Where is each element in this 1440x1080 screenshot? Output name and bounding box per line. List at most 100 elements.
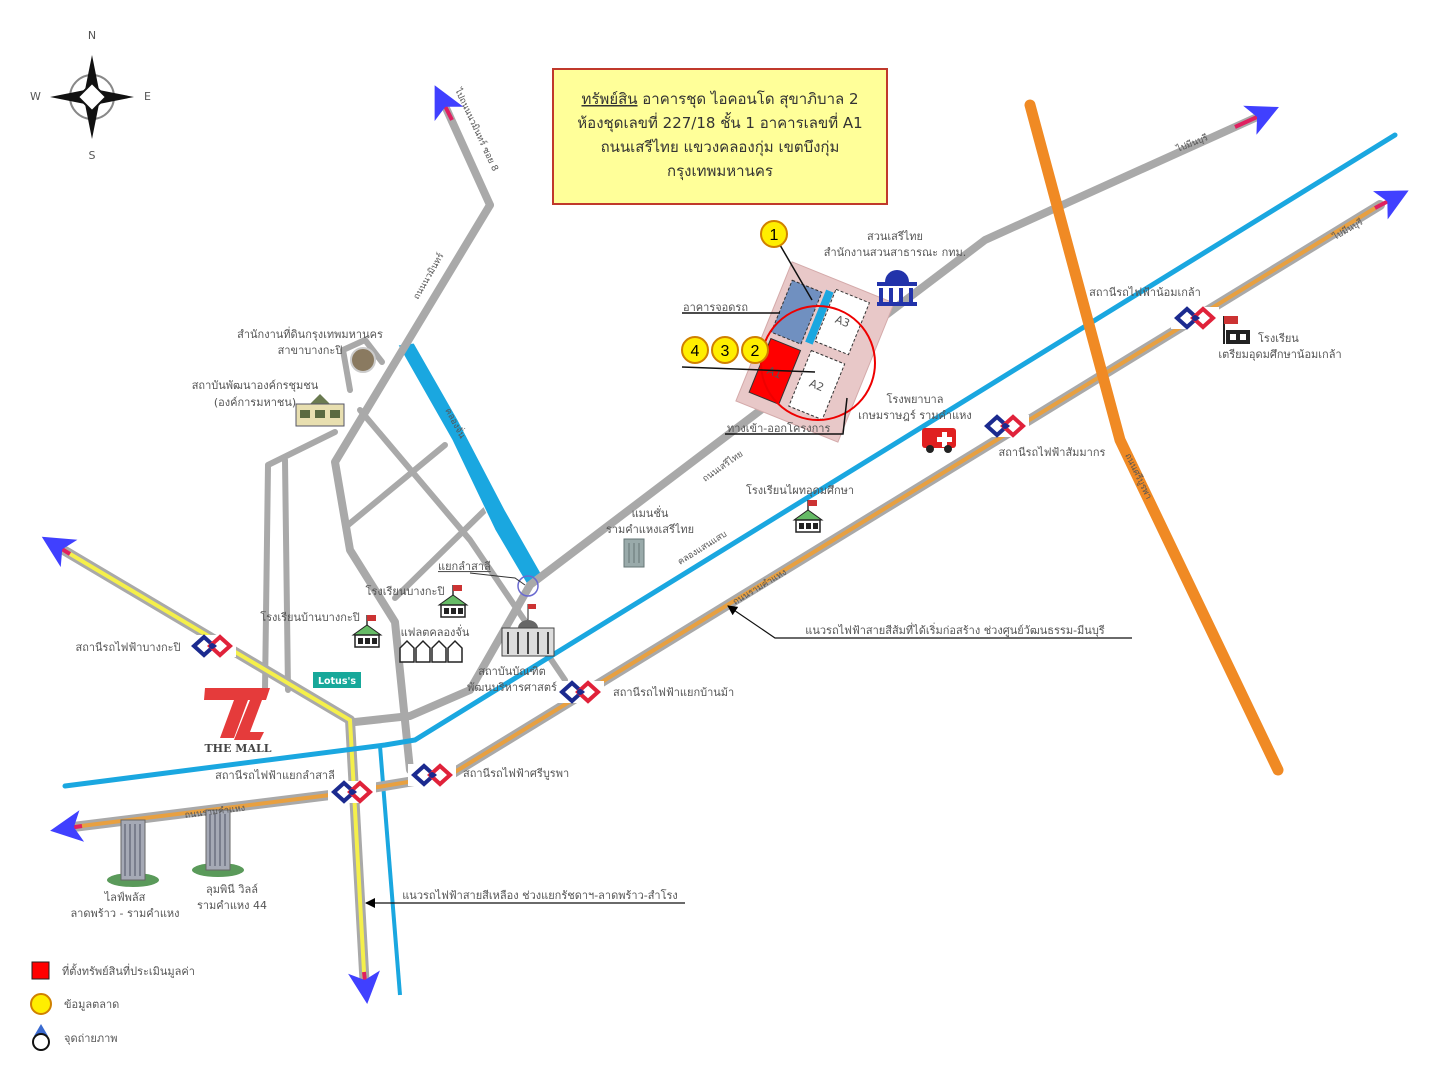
school-bangkapi-label: โรงเรียนบางกะปิ: [366, 584, 445, 598]
park-label-2: สำนักงานสวนสาธารณะ กทม.: [824, 246, 967, 259]
road-label-ramkhamhaeng: ถนนรามคำแหง: [731, 567, 789, 608]
title-line-4: กรุงเทพมหานคร: [667, 162, 773, 181]
land-office-seal-icon: [350, 347, 376, 373]
lotus-text: Lotus's: [318, 676, 356, 687]
title-line-1-text: อาคารชุด ไอคอนโด สุขาภิบาล 2: [638, 90, 859, 109]
mrt-station-icon-sriburapha: [406, 762, 458, 788]
building-a2: [788, 349, 846, 421]
road-to-soi8: [442, 104, 494, 209]
school-nomklao-label-2: เตรียมอุดมศึกษาน้อมเกล้า: [1218, 348, 1341, 361]
station-bangkapi-label: สถานีรถไฟฟ้าบางกะปิ: [75, 641, 180, 654]
legend-photo-label: จุดถ่ายภาพ: [64, 1032, 118, 1045]
station-banma-label: สถานีรถไฟฟ้าแยกบ้านม้า: [613, 686, 734, 699]
land-office-label-1: สำนักงานที่ดินกรุงเทพมหานคร: [237, 326, 383, 341]
marker-3-label: 3: [721, 343, 730, 360]
park-label-1: สวนเสรีไทย: [867, 230, 923, 243]
title-lead: ทรัพย์สิน: [581, 90, 637, 108]
compass-north: N: [88, 29, 96, 42]
nida-label-2: พัฒนบริหารศาสตร์: [467, 681, 557, 694]
tower-b-label-1: ลุมพินี วิลล์: [206, 883, 258, 896]
mrt-station-icon-nomklao: [1169, 305, 1221, 331]
station-lamsali-label: สถานีรถไฟฟ้าแยกลำสาลี: [215, 769, 335, 782]
school-flag-icon: [1223, 316, 1250, 344]
codi-label-2: (องค์การมหาชน): [214, 396, 296, 409]
yellow-line-note-text: แนวรถไฟฟ้าสายสีเหลือง ช่วงแยกรัชดาฯ-ลาดพ…: [402, 888, 678, 902]
condo-label-2: รามคำแหงเสรีไทย: [606, 523, 694, 536]
codi-building-icon: [295, 394, 345, 427]
building-a1-label: A1: [765, 364, 783, 381]
condo-tower-icon: [191, 809, 245, 878]
flats-icon: [399, 639, 463, 663]
road-label-sriburapha: ถนนศรีบูรพา: [1122, 451, 1154, 501]
mrt-station-icon-sammakorn: [979, 413, 1031, 439]
market-marker-4: 4: [681, 336, 709, 364]
the-mall-text: THE MALL: [205, 742, 272, 755]
compass-east: E: [144, 90, 151, 103]
mrt-station-icon-lamsali: [326, 779, 378, 805]
marker-2-label: 2: [751, 343, 760, 360]
road-sriburapha: [1024, 99, 1284, 776]
legend-market-swatch: [30, 993, 52, 1015]
land-office-label-2: สาขาบางกะปิ: [278, 344, 343, 357]
legend-subject-label: ที่ตั้งทรัพย์สินที่ประเมินมูลค่า: [62, 963, 195, 978]
school-nomklao-label-1: โรงเรียน: [1258, 331, 1299, 345]
photo-point-intersection: [517, 575, 539, 597]
condo-tower-icon: [106, 819, 160, 888]
tower-a-label-2: ลาดพร้าว - รามคำแหง: [70, 907, 179, 920]
government-building-icon: [877, 270, 917, 306]
entrance-label: ทางเข้า-ออกโครงการ: [727, 421, 830, 435]
tower-b-label-2: รามคำแหง 44: [197, 899, 267, 912]
building-a3: [814, 288, 871, 356]
nida-building-icon: [501, 604, 555, 657]
building-a1-subject: [748, 337, 802, 405]
school-phathai-label: โรงเรียนไผทอุดมศึกษา: [746, 483, 854, 497]
condo-building-icon: [623, 538, 645, 568]
canal-saen-saep: [62, 132, 1398, 789]
building-a2-label: A2: [807, 377, 825, 394]
legend-subject-swatch: [31, 961, 50, 980]
intersection-label: แยกลำสาลี: [438, 560, 491, 573]
marker-4-label: 4: [691, 343, 700, 360]
hospital-label-1: โรงพยาบาล: [887, 392, 944, 406]
station-sammakorn-label: สถานีรถไฟฟ้าสัมมากร: [999, 446, 1106, 459]
orange-line-note-text: แนวรถไฟฟ้าสายสีส้มที่ได้เริ่มก่อสร้าง ช่…: [805, 622, 1105, 637]
building-a3-label: A3: [833, 313, 851, 330]
codi-label-1: สถาบันพัฒนาองค์กรชุมชน: [192, 379, 319, 392]
school-ban-bangkapi-label: โรงเรียนบ้านบางกะปิ: [260, 610, 360, 624]
title-line-3: ถนนเสรีไทย แขวงคลองกุ่ม เขตบึงกุ่ม: [601, 138, 840, 157]
condo-label-1: แมนชั่น: [632, 505, 669, 520]
camera-point-icon: [32, 1024, 50, 1051]
market-marker-2: 2: [741, 336, 769, 364]
the-mall-logo: THE MALL: [204, 688, 272, 755]
yellow-line-road: [41, 536, 380, 1004]
road-seri-thai: [351, 114, 1259, 726]
nida-label-1: สถาบันบัณฑิต: [478, 665, 546, 678]
legend-market-label: ข้อมูลตลาด: [64, 998, 119, 1011]
tower-a-label-1: ไลฟ์พลัส: [104, 891, 146, 904]
property-title-box: ทรัพย์สิน อาคารชุด ไอคอนโด สุขาภิบาล 2 ห…: [552, 68, 888, 205]
market-marker-3: 3: [711, 336, 739, 364]
compass-west: W: [30, 90, 41, 103]
lotus-logo: Lotus's: [313, 672, 361, 688]
hospital-ambulance-icon: [922, 428, 956, 453]
mrt-station-icon-bangkapi: [186, 633, 238, 659]
title-line-1: ทรัพย์สิน อาคารชุด ไอคอนโด สุขาภิบาล 2: [581, 90, 858, 109]
road-label-nawamin: ถนนนวมินทร์: [410, 250, 446, 301]
compass-rose: N S E W: [30, 29, 151, 162]
road-label-to-minburi-1: ไปมีนบุรี: [1174, 132, 1210, 155]
map-legend: ที่ตั้งทรัพย์สินที่ประเมินมูลค่า ข้อมูลต…: [30, 961, 195, 1051]
road-ramkhamhaeng: [50, 190, 1409, 842]
orange-line-note: แนวรถไฟฟ้าสายสีส้มที่ได้เริ่มก่อสร้าง ช่…: [727, 605, 1132, 639]
compass-south: S: [89, 149, 96, 162]
yellow-line-note: แนวรถไฟฟ้าสายสีเหลือง ช่วงแยกรัชดาฯ-ลาดพ…: [365, 888, 685, 908]
hospital-label-2: เกษมราษฎร์ รามคำแหง: [858, 409, 972, 422]
marker-1-label: 1: [770, 227, 779, 244]
title-line-2: ห้องชุดเลขที่ 227/18 ชั้น 1 อาคารเลขที่ …: [577, 112, 862, 133]
road-nawamin: [331, 201, 494, 774]
flat-label: แฟลตคลองจั่น: [401, 624, 470, 639]
market-marker-1: 1: [760, 220, 788, 248]
station-nomklao-label: สถานีรถไฟฟ้าน้อมเกล้า: [1089, 286, 1201, 299]
subject-highlight-circle: [760, 305, 876, 421]
station-sriburapha-label: สถานีรถไฟฟ้าศรีบูรพา: [463, 767, 569, 780]
